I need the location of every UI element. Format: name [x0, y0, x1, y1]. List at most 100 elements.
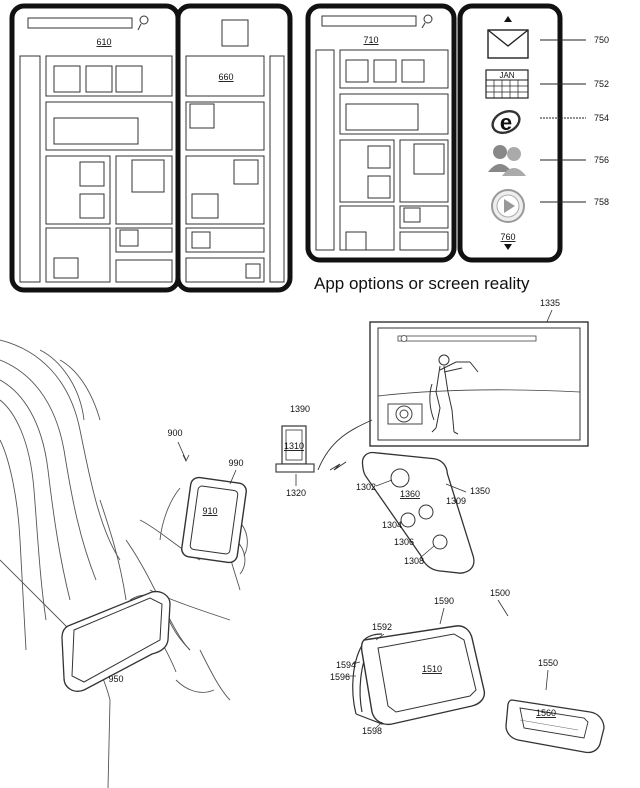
label-1350: 1350 [470, 486, 490, 496]
tile-column [19, 55, 41, 283]
dock-base-1320 [275, 463, 315, 473]
label-752: 752 [594, 79, 609, 89]
tile [115, 227, 173, 253]
label-1550: 1550 [538, 658, 558, 668]
dock-1390 [275, 425, 315, 473]
display-cable [317, 419, 373, 471]
tile [45, 155, 111, 225]
tile [345, 103, 419, 131]
label-1596: 1596 [330, 672, 350, 682]
phone-body-660 [175, 3, 293, 293]
tile-column [315, 49, 335, 251]
scroll-down-arrow-icon [504, 244, 512, 250]
remote-button-1309 [418, 504, 434, 520]
tile [115, 65, 143, 93]
caption: App options or screen reality [314, 274, 530, 293]
leader-990 [229, 469, 237, 485]
leader-1592 [375, 633, 385, 641]
envelope-icon [487, 29, 529, 59]
label-1302: 1302 [356, 482, 376, 492]
tablet-950 [61, 590, 171, 692]
tile [191, 193, 219, 219]
tile [53, 65, 81, 93]
dual-screen-device-610: 610 [9, 3, 293, 293]
label-1598: 1598 [362, 726, 382, 736]
label-1500: 1500 [490, 588, 510, 598]
tile [53, 257, 79, 279]
search-icon [139, 15, 149, 25]
search-icon [423, 14, 433, 24]
tile [339, 205, 395, 251]
folding-device-1500 [352, 625, 486, 726]
label-754: 754 [594, 113, 609, 123]
label-710: 710 [363, 35, 378, 45]
golfer-figure [429, 354, 479, 435]
phone-1550 [505, 699, 605, 754]
tile [367, 145, 391, 169]
label-1510: 1510 [422, 664, 442, 674]
search-icon-handle [137, 23, 142, 31]
calendar-month: JAN [499, 71, 514, 80]
tile [85, 65, 113, 93]
label-1308: 1308 [404, 556, 424, 566]
leader-1590 [439, 607, 445, 625]
tile [119, 229, 139, 247]
remote-button-1302 [390, 468, 410, 488]
tile [185, 257, 265, 283]
calendar-icon: JAN [485, 69, 529, 99]
leader-1594 [351, 661, 361, 665]
label-760: 760 [500, 232, 515, 242]
tile [185, 227, 265, 253]
search-bar [321, 15, 417, 27]
label-1304: 1304 [382, 520, 402, 530]
label-1360: 1360 [400, 489, 420, 499]
tile [339, 139, 395, 203]
tile-row [45, 101, 173, 151]
video-progress-bar [397, 335, 537, 342]
handheld-device-990 [181, 476, 247, 564]
tile-row [185, 55, 265, 97]
svg-text:e: e [500, 110, 512, 135]
tile [221, 19, 249, 47]
tile [189, 103, 215, 129]
scroll-up-arrow-icon [504, 16, 512, 22]
label-910: 910 [202, 506, 217, 516]
tile [401, 59, 425, 83]
phone-body-610 [9, 3, 181, 293]
media-icon [387, 403, 423, 425]
remote-device-1350 [361, 451, 475, 574]
arrow-1500 [497, 599, 509, 617]
label-950: 950 [108, 674, 123, 684]
app-panel-body [457, 3, 563, 263]
browser-icon: e [491, 109, 521, 135]
label-900: 900 [167, 428, 182, 438]
contacts-icon [488, 145, 526, 176]
label-1306: 1306 [394, 537, 414, 547]
label-610: 610 [96, 37, 111, 47]
tile [131, 159, 165, 193]
display-1335 [369, 321, 589, 447]
tile [79, 193, 105, 219]
tile [45, 227, 111, 283]
tile [185, 155, 265, 225]
tile [403, 207, 421, 223]
tile [399, 231, 449, 251]
tile [367, 175, 391, 199]
label-1310: 1310 [284, 441, 304, 451]
phone-body-710 [305, 3, 457, 263]
tile [191, 231, 211, 249]
tile [79, 161, 105, 187]
tile [399, 205, 449, 229]
tile [115, 155, 173, 225]
wireless-signal-icon [329, 461, 347, 471]
search-icon-handle [421, 22, 426, 29]
tile [399, 139, 449, 203]
tile-row [45, 55, 173, 97]
remote-button-1308 [432, 534, 448, 550]
label-990: 990 [228, 458, 243, 468]
label-758: 758 [594, 197, 609, 207]
tile [345, 59, 369, 83]
arrowhead-900 [182, 454, 190, 462]
label-1320: 1320 [286, 488, 306, 498]
